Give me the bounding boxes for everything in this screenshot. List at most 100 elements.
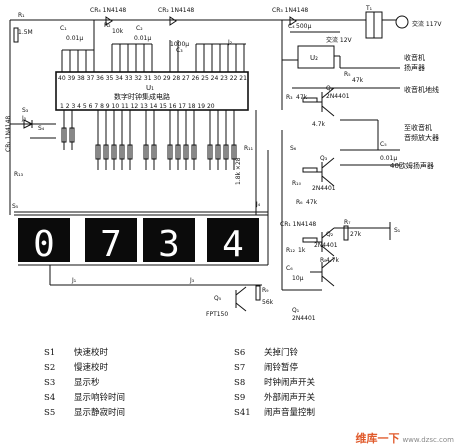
speaker-40-label: 40欧姆扬声器 [390, 161, 434, 170]
q1-label: Q₁ [292, 307, 300, 314]
diode-cr4 [105, 16, 113, 26]
ic-bottom-pins: 1 2 3 4 5 6 7 8 9 10 11 12 13 14 15 16 1… [60, 103, 215, 110]
transistor-q5 [235, 286, 247, 312]
c6-value: 10μ [292, 275, 304, 282]
legend-key: S7 [234, 363, 246, 373]
watermark-brand: 维库一下 [355, 432, 400, 445]
r5-value: 47k [352, 77, 364, 84]
r2-value: 10k [112, 28, 124, 35]
cr3-label: CR₃ 1N4148 [272, 7, 308, 14]
radio-ground-label: 收音机地线 [404, 85, 439, 94]
ic-top-pins [61, 40, 245, 72]
legend-row-s3: S3 显示秒 [44, 378, 100, 389]
legend-text: 时钟闹声开关 [264, 378, 316, 388]
c5-value: 0.01μ [380, 155, 397, 162]
clock-schematic: 0 7 3 4 R₁ 1.5M CR₄ 1N4148 CR₂ 1N4148 CR… [5, 5, 442, 322]
s4-label: S₄ [38, 125, 45, 132]
r11-value: 1.8k ×28 [235, 157, 242, 185]
legend-key: S5 [44, 408, 56, 418]
q3-label: Q₃ [320, 155, 328, 162]
s5-label: S₅ [12, 203, 19, 210]
r6-value: 47k [306, 199, 318, 206]
legend-text: 显示秒 [74, 378, 100, 388]
legend-key: S3 [44, 378, 56, 388]
cr2-label: CR₂ 1N4148 [158, 7, 194, 14]
legend-text: 闹声音量控制 [264, 408, 316, 418]
c4-value: 500μ [296, 23, 311, 30]
r8-value: 4.7k [326, 257, 340, 264]
t1-label: T₁ [365, 5, 373, 12]
ic-top-pins: 40 39 38 37 36 35 34 33 32 31 30 29 28 2… [58, 75, 247, 82]
legend-key: S1 [44, 348, 56, 358]
q2-label: Q₂ [326, 231, 334, 238]
c1-value: 0.01μ [66, 35, 83, 42]
u2-block [297, 45, 335, 69]
r11-label: R₁₁ [244, 145, 254, 152]
cr4-label: CR₄ 1N4148 [90, 7, 126, 14]
digit-4-value: 4 [222, 224, 244, 265]
c2-value: 0.01μ [134, 35, 151, 42]
ic-u1-name: U₁ [146, 84, 154, 92]
c1-label: C₁ [60, 25, 67, 32]
r3-label: R₃ [286, 94, 293, 101]
c4-label: C₄ [288, 23, 295, 30]
legend-text: 关掉门铃 [264, 348, 299, 358]
s3-label: S₃ [22, 107, 29, 114]
radio-amp-label-2: 音频放大器 [404, 133, 439, 142]
digit-display-3 [143, 218, 195, 262]
r7-label: R₇ [344, 219, 351, 226]
legend-key: S4 [44, 393, 56, 403]
radio-speaker-label-2: 扬声器 [404, 63, 425, 72]
resistor-array [61, 127, 237, 160]
r1-label: R₁ [18, 12, 25, 19]
legend-row-s8: S8 时钟闹声开关 [234, 378, 315, 389]
legend-row-s41: S41 闹声音量控制 [234, 408, 315, 419]
j3-label: J₃ [189, 277, 195, 284]
c3-label: C₃ [176, 47, 183, 54]
legend-row-s4: S4 显示响铃时间 [44, 393, 125, 404]
q4-label: Q₄ [326, 85, 334, 92]
c3-value: 1000μ [170, 41, 189, 48]
cr1b-label: CR₁ 1N4148 [280, 221, 316, 228]
j5-label: J₅ [21, 115, 27, 122]
legend-key: S2 [44, 363, 56, 373]
digit-display-2 [85, 218, 137, 262]
r10-label: R₁₀ [292, 180, 302, 187]
q2-type: 2N4401 [314, 242, 338, 249]
r1-value: 1.5M [18, 29, 33, 36]
transistor-q1 [310, 257, 335, 287]
legend-text: 外部闹声开关 [264, 393, 316, 403]
digit-3-value: 3 [158, 224, 180, 265]
u2-label: U₂ [310, 54, 318, 62]
r3-value: 47k [296, 94, 308, 101]
r6-label: R₆ [296, 199, 303, 206]
legend-key: S41 [234, 408, 251, 418]
digit-display-4 [207, 218, 259, 262]
s6-label: S₆ [290, 145, 297, 152]
legend-text: 显示响铃时间 [74, 393, 126, 403]
qf-label: Q₅ [214, 295, 222, 302]
j4-label: J₄ [255, 201, 261, 208]
r12-value: 1k [298, 247, 306, 254]
legend-row-s5: S5 显示静寂时间 [44, 408, 125, 419]
legend-text: 闹铃暂停 [264, 363, 299, 373]
q4-type: 2N4401 [326, 93, 350, 100]
legend-row-s9: S9 外部闹声开关 [234, 393, 315, 404]
ac-plug-icon [395, 15, 409, 29]
q1-type: 2N4401 [292, 315, 316, 322]
legend-key: S8 [234, 378, 246, 388]
digit-2-value: 7 [100, 224, 122, 265]
legend-text: 显示静寂时间 [74, 408, 126, 418]
s1-label: S₁ [394, 227, 401, 234]
r2-label: R₂ [104, 22, 111, 29]
watermark-site: www.dzsc.com [402, 436, 454, 444]
r4-value: 4.7k [312, 121, 326, 128]
ic-u1-label: 数字时钟集成电路 [114, 92, 170, 101]
r12-label: R₁₂ [286, 247, 296, 254]
legend-text: 快速校时 [74, 348, 109, 358]
legend-key: S9 [234, 393, 246, 403]
